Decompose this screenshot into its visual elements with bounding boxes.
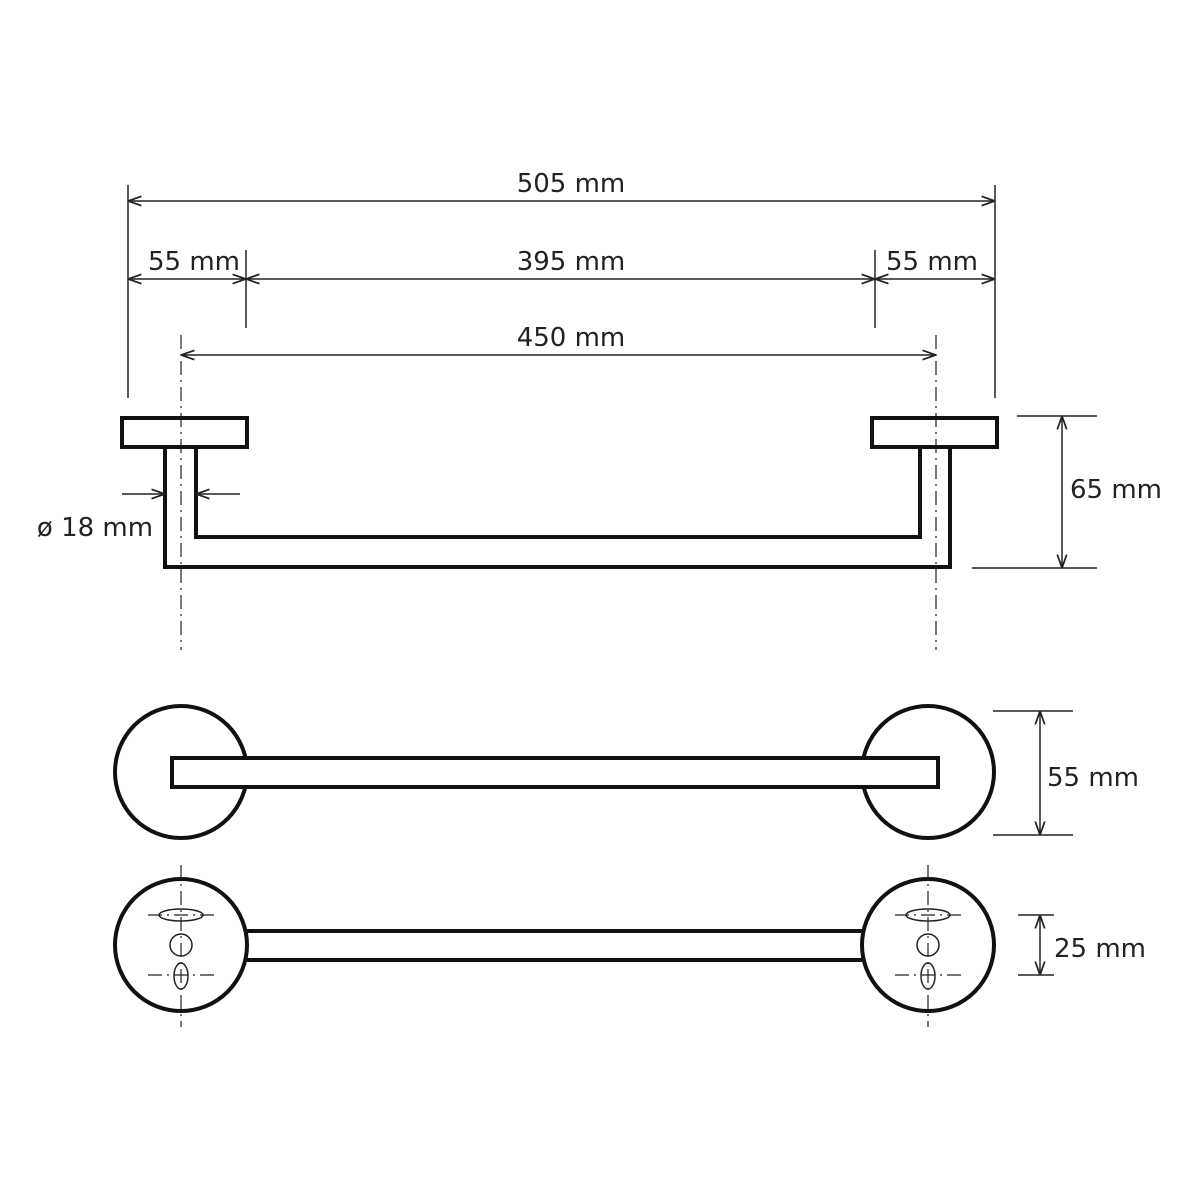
label-rosette-right: 55 mm <box>886 247 978 277</box>
dimension-tube-diameter: ø 18 mm <box>37 494 240 543</box>
dimension-center-distance: 450 mm <box>181 323 936 355</box>
dimension-overall-length: 505 mm <box>127 169 996 398</box>
left-mounting-holes <box>148 865 214 1027</box>
mounting-center-lines <box>180 335 937 650</box>
dimension-segment-row: 55 mm 395 mm 55 mm <box>128 247 995 328</box>
dimension-depth: 65 mm <box>972 415 1162 569</box>
label-center-distance: 450 mm <box>517 323 626 353</box>
label-bar-length: 395 mm <box>517 247 626 277</box>
front-view <box>120 416 999 569</box>
top-view <box>113 704 996 840</box>
label-rosette-left: 55 mm <box>148 247 240 277</box>
label-depth: 65 mm <box>1070 475 1162 505</box>
label-hole-spacing: 25 mm <box>1054 934 1146 964</box>
rear-view <box>113 877 996 1013</box>
label-tube-diameter: ø 18 mm <box>37 513 153 543</box>
dimension-rosette-diameter: 55 mm <box>993 710 1139 836</box>
label-overall-length: 505 mm <box>517 169 626 199</box>
right-mounting-holes <box>895 865 961 1027</box>
dimension-hole-spacing: 25 mm <box>1018 914 1146 976</box>
label-rosette-diameter: 55 mm <box>1047 763 1139 793</box>
